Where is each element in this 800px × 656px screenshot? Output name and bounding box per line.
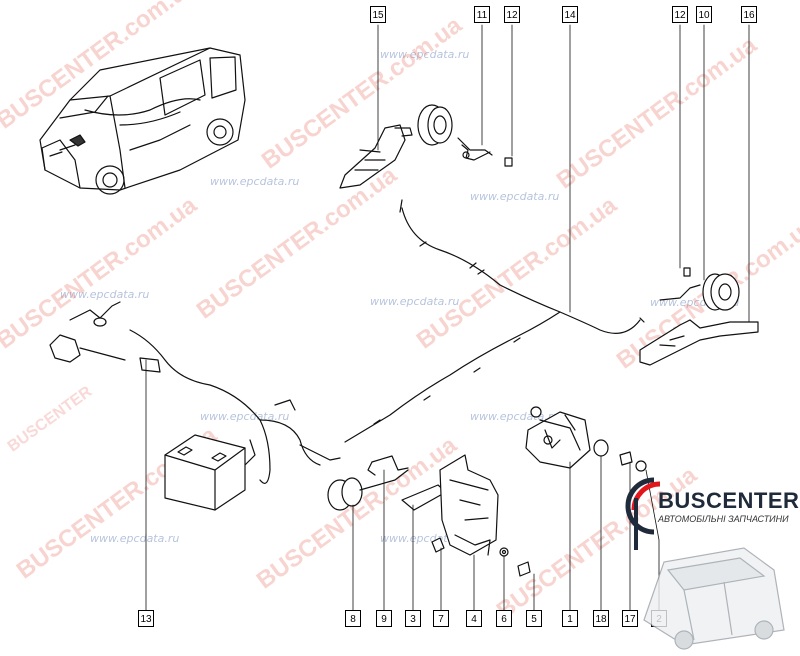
callout-15: 16 xyxy=(741,6,757,23)
callout-3: 3 xyxy=(405,610,421,627)
front-sensor-group xyxy=(417,104,513,167)
callout-5: 5 xyxy=(526,610,542,627)
harness-13 xyxy=(129,329,341,484)
watermark-epcdata: www.epcdata.ru xyxy=(60,288,150,301)
harness-14 xyxy=(344,199,645,443)
rear-left-sensor xyxy=(327,455,409,511)
callout-7: 7 xyxy=(433,610,449,627)
callout-10: 10 xyxy=(696,6,712,23)
left-front-sensor xyxy=(49,301,126,363)
callout-16: 15 xyxy=(370,6,386,23)
callout-18: 18 xyxy=(593,610,609,627)
callout-14: 14 xyxy=(562,6,578,23)
watermark-epcdata: www.epcdata.ru xyxy=(380,48,470,61)
callout-9: 9 xyxy=(376,610,392,627)
abs-unit-1 xyxy=(525,406,591,469)
callout-8: 8 xyxy=(345,610,361,627)
van-illustration xyxy=(39,47,246,195)
callout-11: 11 xyxy=(474,6,490,23)
logo-name: BUSCENTER xyxy=(658,488,800,513)
leader-lines xyxy=(145,24,750,611)
callout-4: 4 xyxy=(466,610,482,627)
watermark-epcdata: www.epcdata.ru xyxy=(470,190,560,203)
callout-12: 12 xyxy=(672,6,688,23)
buscenter-logo: BUSCENTER АВТОМОБІЛЬНІ ЗАПЧАСТИНИ xyxy=(624,470,800,656)
logo-subtitle: АВТОМОБІЛЬНІ ЗАПЧАСТИНИ xyxy=(658,514,789,524)
callout-1: 1 xyxy=(562,610,578,627)
battery xyxy=(164,434,246,511)
callout-17: 17 xyxy=(622,610,638,627)
part-16-bracket xyxy=(339,124,413,189)
callout-12: 12 xyxy=(504,6,520,23)
bracket-3-4 xyxy=(401,454,499,556)
rear-right-sensor-group xyxy=(639,267,759,366)
watermark-epcdata: www.epcdata.ru xyxy=(90,532,180,545)
watermark-epcdata: www.epcdata.ru xyxy=(370,295,460,308)
parts-18-17-2 xyxy=(593,439,647,472)
callout-6: 6 xyxy=(496,610,512,627)
watermark-epcdata: www.epcdata.ru xyxy=(210,175,300,188)
callout-13: 13 xyxy=(138,610,154,627)
